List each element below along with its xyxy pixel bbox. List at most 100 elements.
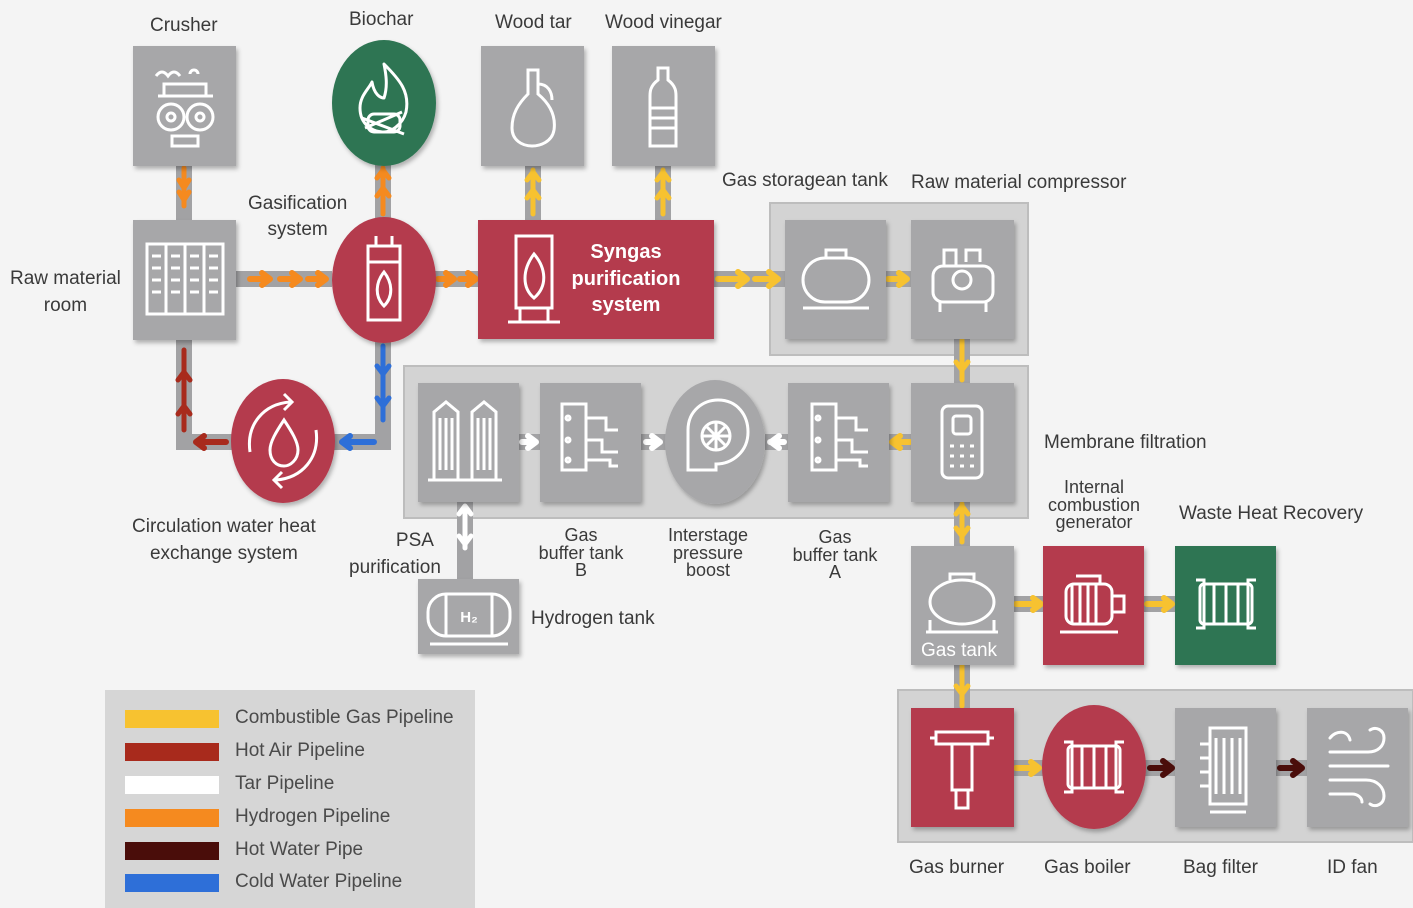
horizontal-tank-icon: [801, 248, 871, 310]
bottle-jug-icon: [510, 68, 556, 148]
boiler-icon: [1064, 740, 1124, 794]
label-buffer-a-line3: A: [828, 562, 841, 583]
node-gasification: [332, 217, 436, 343]
water-cycle-icon: [247, 392, 319, 490]
motor-icon: [1060, 574, 1126, 634]
fire-icon: [358, 62, 409, 136]
node-membrane-filtration: [911, 383, 1014, 502]
node-compressor: [911, 220, 1014, 339]
legend-swatch-tar: [125, 776, 219, 794]
control-panel-icon: [940, 404, 984, 480]
pipe-cooling-loop-left: [176, 336, 232, 450]
label-raw-material-room: Raw material room: [10, 266, 121, 319]
label-bag-filter: Bag filter: [1183, 857, 1258, 878]
pipe-manifold-icon: [810, 402, 868, 472]
label-crusher: Crusher: [150, 15, 218, 36]
pipe-cooling-loop-right: [334, 340, 391, 450]
legend-label: Hot Air Pipeline: [235, 740, 365, 761]
legend-label: Tar Pipeline: [235, 773, 335, 794]
node-hydrogen-tank: [418, 579, 519, 654]
tank-icon: [926, 572, 998, 634]
label-gas-burner: Gas burner: [909, 857, 1005, 878]
turbine-icon: [686, 398, 750, 472]
hydrogen-symbol: H₂: [460, 609, 478, 626]
node-wood-vinegar: [612, 46, 715, 166]
label-circulation-line2: exchange system: [149, 542, 298, 564]
legend-label: Cold Water Pipeline: [235, 871, 403, 892]
burner-icon: [930, 730, 994, 810]
label-buffer-tank-a: Gas buffer tank A: [786, 527, 884, 583]
compressor-icon: [931, 248, 995, 312]
label-waste-heat-recovery: Waste Heat Recovery: [1179, 503, 1364, 524]
filter-icon: [1200, 726, 1248, 814]
node-buffer-tank-a: [788, 383, 889, 502]
label-syngas-purification: Syngas purification system: [566, 239, 686, 319]
label-gas-tank: Gas tank: [921, 640, 998, 661]
label-gasification-line1: Gasification: [248, 193, 348, 214]
label-syngas-line3: system: [591, 294, 661, 317]
node-buffer-tank-b: [540, 383, 641, 502]
label-interstage-line1: Interstage: [667, 525, 749, 545]
label-membrane-filtration: Membrane filtration: [1044, 432, 1207, 453]
heat-exchanger-icon: [1196, 578, 1256, 630]
legend-label: Combustible Gas Pipeline: [235, 707, 454, 728]
label-ice-generator: Internal combustion generator: [1042, 477, 1146, 533]
storage-rack-icon: [145, 242, 225, 316]
node-gas-storage-tank: [785, 220, 886, 339]
legend: Combustible Gas Pipeline Hot Air Pipelin…: [105, 690, 475, 908]
pipe-manifold-icon: [560, 402, 618, 472]
node-wood-tar: [481, 46, 584, 166]
label-gas-storage-tank: Gas storagean tank: [722, 170, 888, 191]
node-ice-generator: [1043, 546, 1144, 665]
label-psa-purification: PSA purification: [349, 528, 441, 581]
label-ice-line2: combustion: [1047, 494, 1141, 515]
label-raw-material-room-line1: Raw material: [10, 268, 121, 289]
bottle-icon: [648, 66, 678, 148]
hydrogen-tank-icon: [426, 592, 512, 646]
label-psa-line1: PSA: [395, 530, 434, 551]
label-psa-line2: purification: [349, 556, 441, 578]
legend-swatch-cold-water: [125, 874, 219, 892]
flow-arrows: [175, 165, 1305, 778]
label-buffer-b-line1: Gas: [564, 525, 598, 545]
label-buffer-a-line1: Gas: [818, 527, 852, 547]
label-gasification: Gasification system: [248, 191, 347, 243]
node-biochar: [332, 40, 436, 166]
node-circulation-water: [231, 379, 335, 503]
label-id-fan: ID fan: [1327, 857, 1378, 878]
label-syngas-line1: Syngas: [590, 241, 662, 263]
wind-fan-icon: [1328, 726, 1390, 808]
legend-swatch-combustible-gas: [125, 710, 219, 728]
furnace-icon: [366, 236, 402, 322]
label-biochar: Biochar: [349, 9, 414, 30]
label-circulation-line1: Circulation water heat: [132, 516, 316, 537]
label-ice-line1: Internal: [1063, 477, 1125, 497]
legend-swatch-hydrogen: [125, 809, 219, 827]
label-buffer-tank-b: Gas buffer tank B: [532, 525, 630, 581]
label-buffer-b-line2: buffer tank: [538, 542, 624, 563]
label-buffer-a-line2: buffer tank: [792, 544, 878, 565]
label-hydrogen-tank: Hydrogen tank: [531, 608, 655, 629]
legend-swatch-hot-air: [125, 743, 219, 761]
label-gasification-line2: system: [267, 219, 328, 241]
legend-label: Hot Water Pipe: [235, 839, 364, 860]
label-syngas-line2: purification: [571, 267, 681, 290]
node-crusher: [133, 46, 236, 166]
label-circulation-water: Circulation water heat exchange system: [132, 514, 316, 567]
label-interstage-line2: pressure: [672, 542, 744, 563]
furnace-flame-icon: [508, 234, 560, 324]
silo-icon: [428, 400, 502, 482]
label-interstage-line3: boost: [685, 560, 731, 581]
node-gas-tank: [911, 546, 1014, 665]
label-gas-boiler: Gas boiler: [1044, 857, 1131, 878]
crusher-icon: [154, 68, 215, 148]
label-raw-material-room-line2: room: [43, 294, 88, 316]
label-wood-vinegar: Wood vinegar: [605, 12, 722, 33]
legend-swatch-hot-water: [125, 842, 219, 860]
legend-label: Hydrogen Pipeline: [235, 806, 391, 827]
label-ice-line3: generator: [1055, 512, 1133, 533]
label-wood-tar: Wood tar: [495, 12, 572, 33]
label-buffer-b-line3: B: [574, 560, 587, 581]
label-raw-material-compressor: Raw material compressor: [911, 172, 1127, 193]
